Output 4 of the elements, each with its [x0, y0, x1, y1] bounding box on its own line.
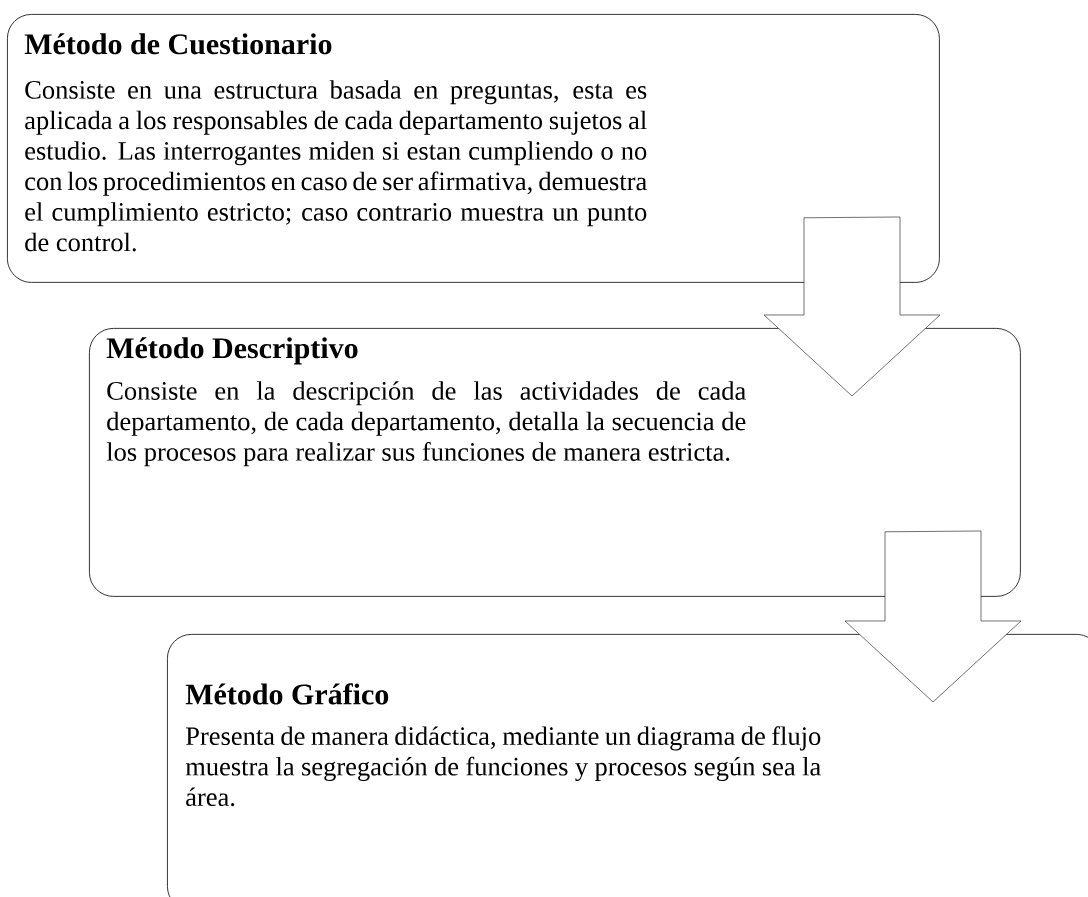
process-box: Método Descriptivo Consiste en la descripción de las actividades de cada departamento, de cada departamento, detalla la secuencia de los procesos para realizar sus funciones de manera estricta. [89, 328, 1021, 597]
process-box: Método de Cuestionario Consiste en una estructura basada en preguntas, esta es aplicada a los responsables de cada departamento sujetos al estudio. Las interrogantes miden si estan cumpliendo o no con los procedimientos en caso de ser afirmativa, demuestra el cumplimiento estricto; caso contrario muestra un punto de control. [7, 14, 940, 283]
block-arrow [763, 216, 941, 397]
block-arrow [844, 530, 1022, 703]
